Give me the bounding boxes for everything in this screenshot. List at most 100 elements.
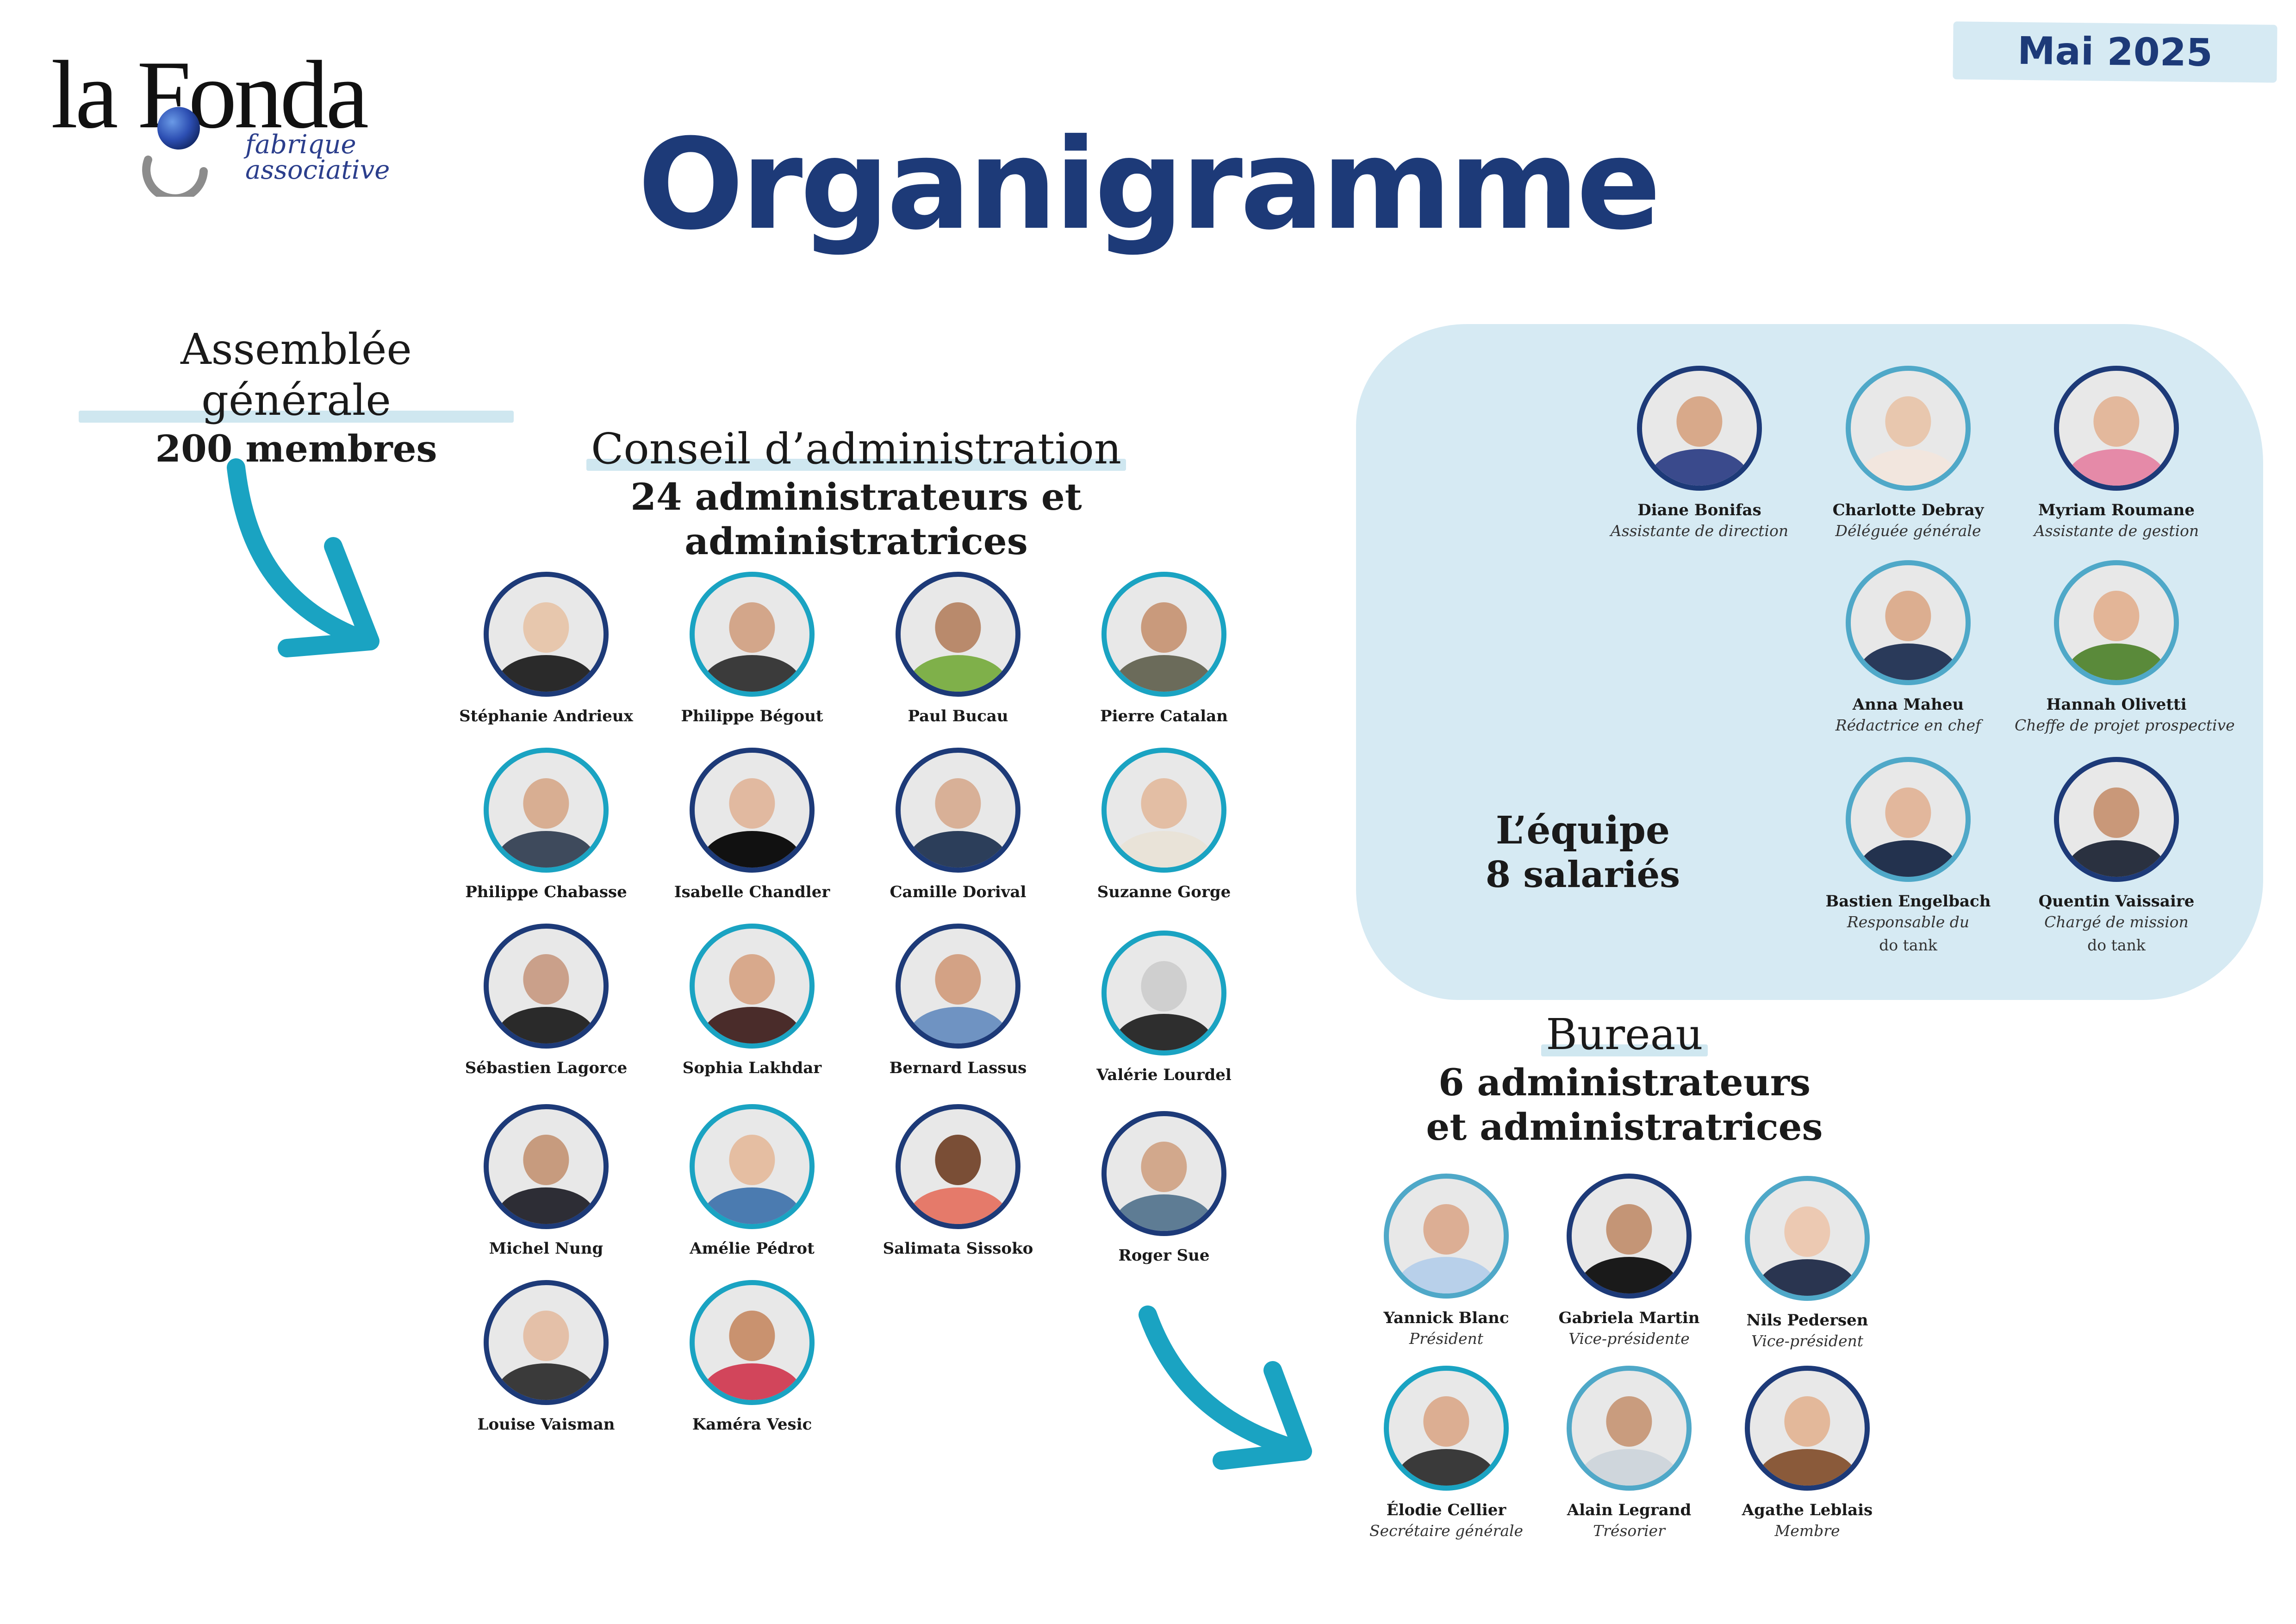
avatar-head bbox=[729, 602, 775, 653]
avatar-head bbox=[523, 602, 569, 653]
person-role: Trésorier bbox=[1593, 1522, 1665, 1540]
avatar bbox=[896, 924, 1020, 1049]
logo-wordmark: la Fonda bbox=[51, 41, 369, 149]
avatar-torso bbox=[497, 1187, 596, 1224]
avatar bbox=[690, 924, 815, 1049]
person-name: Diane Bonifas bbox=[1637, 501, 1761, 519]
person-role: do tank bbox=[1879, 936, 1937, 954]
avatar-torso bbox=[908, 831, 1008, 868]
person-role: Président bbox=[1409, 1330, 1484, 1348]
person-card-sophia-lakhdar: Sophia Lakhdar bbox=[650, 924, 854, 1077]
avatar-torso bbox=[703, 1006, 802, 1043]
avatar-head bbox=[1423, 1204, 1469, 1255]
person-name: Amélie Pédrot bbox=[690, 1239, 815, 1258]
person-name: Bastien Engelbach bbox=[1825, 892, 1991, 911]
avatar-torso bbox=[1114, 831, 1213, 868]
avatar-head bbox=[935, 778, 981, 829]
person-card-kamera-vesic: Kaméra Vesic bbox=[650, 1280, 854, 1434]
avatar-head bbox=[935, 1134, 981, 1185]
date-label: Mai 2025 bbox=[2017, 29, 2213, 75]
avatar bbox=[1567, 1366, 1692, 1491]
person-card-pierre-catalan: Pierre Catalan bbox=[1062, 572, 1266, 725]
avatar-head bbox=[729, 954, 775, 1005]
avatar bbox=[1745, 1176, 1870, 1301]
equipe-title: L’équipe bbox=[1495, 808, 1670, 853]
bureau-title: Bureau bbox=[1541, 1009, 1708, 1060]
person-card-roger-sue: Roger Sue bbox=[1062, 1111, 1266, 1265]
avatar-head bbox=[1141, 778, 1187, 829]
assemblee-subtitle: 200 membres bbox=[155, 426, 437, 470]
person-role: Assistante de gestion bbox=[2034, 522, 2199, 540]
avatar bbox=[1745, 1366, 1870, 1491]
avatar-torso bbox=[1114, 655, 1213, 692]
avatar bbox=[1567, 1174, 1692, 1299]
avatar-torso bbox=[1580, 1256, 1679, 1293]
person-name: Isabelle Chandler bbox=[674, 883, 830, 901]
avatar-torso bbox=[1859, 840, 1958, 877]
avatar-torso bbox=[908, 655, 1008, 692]
conseil-heading: Conseil d’administration 24 administrate… bbox=[463, 424, 1250, 563]
avatar-torso bbox=[1758, 1259, 1857, 1296]
avatar-torso bbox=[1397, 1449, 1496, 1486]
logo-tagline-1: fabrique bbox=[245, 130, 356, 160]
avatar bbox=[690, 1104, 815, 1229]
avatar-head bbox=[2093, 787, 2140, 838]
avatar bbox=[1101, 931, 1226, 1056]
avatar-head bbox=[1141, 602, 1187, 653]
person-card-philippe-chabasse: Philippe Chabasse bbox=[444, 748, 648, 901]
person-name: Roger Sue bbox=[1118, 1246, 1210, 1265]
person-role: Cheffe de projet prospective bbox=[2015, 716, 2235, 734]
person-name: Suzanne Gorge bbox=[1097, 883, 1231, 901]
person-name: Anna Maheu bbox=[1852, 695, 1964, 714]
avatar-torso bbox=[703, 831, 802, 868]
person-role: Vice-président bbox=[1751, 1332, 1864, 1350]
avatar-head bbox=[523, 778, 569, 829]
avatar-torso bbox=[1650, 449, 1749, 486]
person-card-bernard-lassus: Bernard Lassus bbox=[856, 924, 1060, 1077]
avatar bbox=[1846, 757, 1971, 882]
person-name: Louise Vaisman bbox=[477, 1415, 615, 1434]
person-role: Chargé de mission bbox=[2044, 913, 2189, 931]
avatar-head bbox=[2093, 396, 2140, 447]
person-card-salimata-sissoko: Salimata Sissoko bbox=[856, 1104, 1060, 1258]
bureau-heading: Bureau 6 administrateurs et administratr… bbox=[1388, 1009, 1860, 1149]
avatar-torso bbox=[497, 831, 596, 868]
avatar-torso bbox=[1114, 1194, 1213, 1231]
person-role: Déléguée générale bbox=[1835, 522, 1981, 540]
person-name: Yannick Blanc bbox=[1383, 1309, 1509, 1327]
avatar-head bbox=[1141, 1141, 1187, 1192]
avatar-head bbox=[1606, 1396, 1652, 1447]
person-card-isabelle-chandler: Isabelle Chandler bbox=[650, 748, 854, 901]
avatar-torso bbox=[1114, 1013, 1213, 1050]
avatar bbox=[2054, 757, 2179, 882]
avatar-head bbox=[1784, 1396, 1830, 1447]
person-name: Michel Nung bbox=[489, 1239, 604, 1258]
person-name: Philippe Bégout bbox=[681, 707, 823, 725]
person-role: Vice-présidente bbox=[1568, 1330, 1690, 1348]
avatar-head bbox=[935, 602, 981, 653]
avatar-torso bbox=[2067, 643, 2166, 680]
avatar-torso bbox=[1397, 1256, 1496, 1293]
avatar-head bbox=[523, 1134, 569, 1185]
avatar-torso bbox=[1859, 643, 1958, 680]
person-role: Membre bbox=[1774, 1522, 1840, 1540]
avatar-head bbox=[1885, 396, 1931, 447]
person-name: Salimata Sissoko bbox=[883, 1239, 1033, 1258]
equipe-subtitle: 8 salariés bbox=[1485, 854, 1680, 896]
person-card-suzanne-gorge: Suzanne Gorge bbox=[1062, 748, 1266, 901]
person-role: do tank bbox=[2087, 936, 2146, 954]
avatar-torso bbox=[703, 1363, 802, 1400]
avatar-torso bbox=[1580, 1449, 1679, 1486]
page-title: Organigramme bbox=[637, 112, 1661, 257]
person-name: Paul Bucau bbox=[908, 707, 1008, 725]
person-name: Sophia Lakhdar bbox=[682, 1059, 822, 1077]
avatar-head bbox=[1784, 1206, 1830, 1257]
person-name: Quentin Vaissaire bbox=[2038, 892, 2195, 911]
person-role: Assistante de direction bbox=[1610, 522, 1789, 540]
